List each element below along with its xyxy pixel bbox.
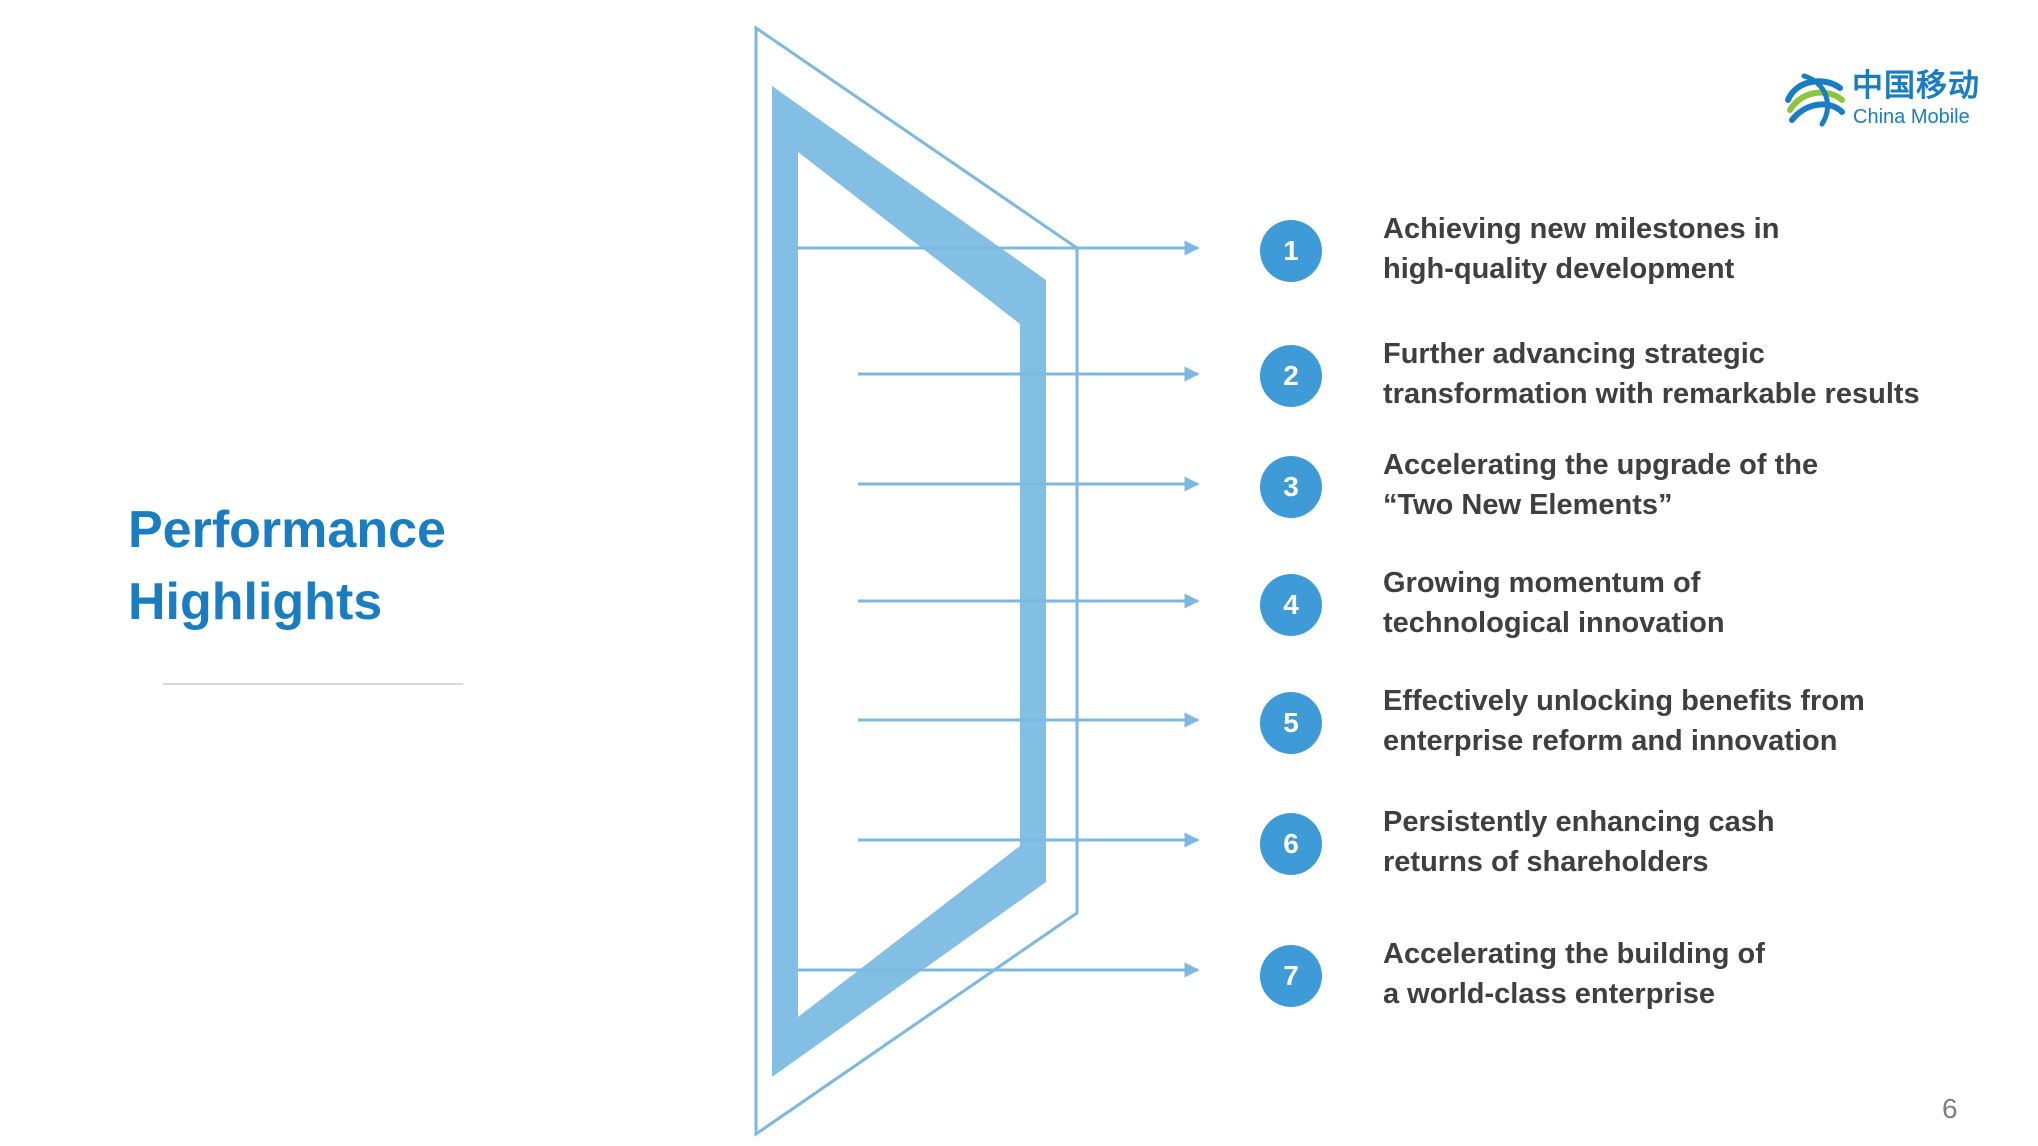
highlight-line-2: returns of shareholders (1383, 846, 1709, 878)
title-line-2: Highlights (128, 573, 383, 631)
highlight-line-1: Accelerating the upgrade of the (1383, 449, 1819, 481)
china-mobile-logo: 中国移动 China Mobile (1782, 66, 1992, 138)
highlight-text: Effectively unlocking benefits from enter… (1383, 681, 2003, 761)
highlight-line-1: Accelerating the building of (1383, 938, 1765, 970)
highlight-line-1: Effectively unlocking benefits from (1383, 685, 1865, 717)
page-title: Performance Highlights (128, 494, 446, 638)
number-badge: 1 (1260, 220, 1322, 282)
title-divider (163, 683, 463, 685)
highlight-text: Further advancing strategic transformatio… (1383, 334, 2003, 414)
prism-outer-outline (754, 25, 1079, 1137)
highlight-text: Persistently enhancing cash returns of sh… (1383, 802, 2003, 882)
page-number: 6 (1942, 1093, 1958, 1124)
highlight-text: Accelerating the upgrade of the “Two New … (1383, 445, 2003, 525)
number-badge: 7 (1260, 945, 1322, 1007)
number-badge: 5 (1260, 692, 1322, 754)
highlight-text: Accelerating the building of a world-clas… (1383, 934, 2003, 1014)
china-mobile-logo-icon (1785, 73, 1845, 127)
highlight-line-1: Achieving new milestones in (1383, 213, 1780, 245)
highlight-line-1: Further advancing strategic (1383, 338, 1765, 370)
number-badge: 4 (1260, 574, 1322, 636)
highlight-line-2: enterprise reform and innovation (1383, 725, 1838, 757)
highlight-text: Achieving new milestones in high-quality … (1383, 209, 2003, 289)
logo-chinese-name: 中国移动 (1852, 68, 1980, 104)
highlight-line-2: transformation with remarkable results (1383, 378, 1920, 410)
number-badge: 6 (1260, 813, 1322, 875)
number-badge: 2 (1260, 345, 1322, 407)
highlight-line-2: high-quality development (1383, 253, 1735, 285)
highlight-line-1: Growing momentum of (1383, 567, 1701, 599)
number-badge: 3 (1260, 456, 1322, 518)
title-line-1: Performance (128, 501, 446, 559)
highlight-line-2: “Two New Elements” (1383, 489, 1673, 521)
highlight-line-2: technological innovation (1383, 607, 1725, 639)
logo-english-name: China Mobile (1853, 106, 1970, 128)
prism-band (772, 86, 1046, 1077)
highlight-line-1: Persistently enhancing cash (1383, 806, 1775, 838)
highlight-text: Growing momentum of technological innovat… (1383, 563, 2003, 643)
highlight-line-2: a world-class enterprise (1383, 978, 1716, 1010)
